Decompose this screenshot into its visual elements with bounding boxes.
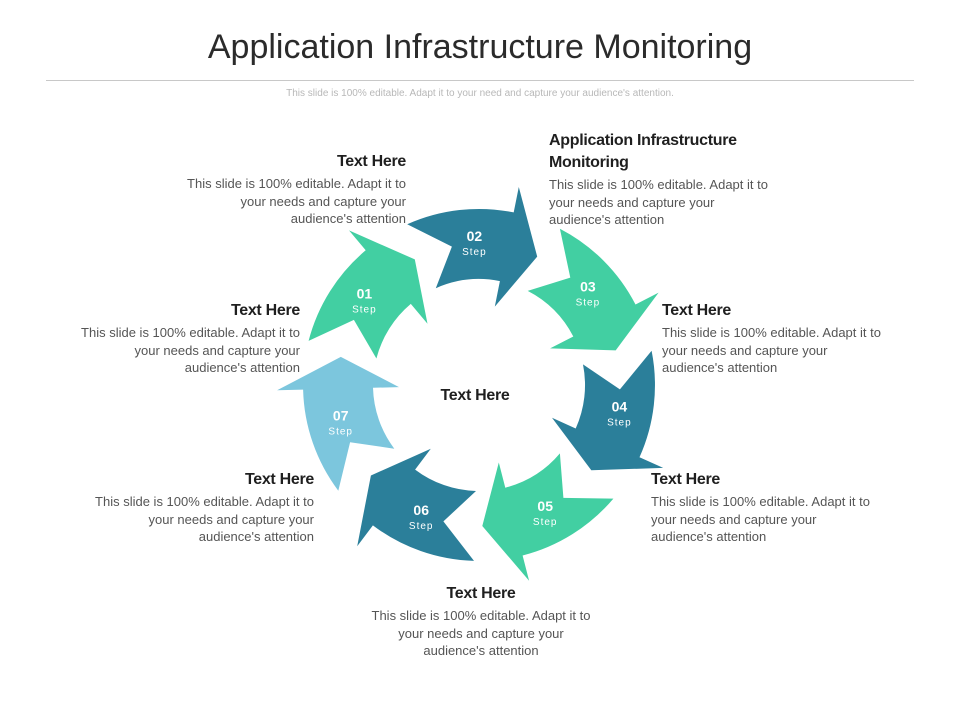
step-01-callout: Application Infrastructure Monitoring Th… bbox=[549, 130, 794, 229]
cycle-arrow-step-07 bbox=[277, 356, 399, 491]
step-02-title: Text Here bbox=[662, 302, 732, 319]
cycle-arrow-step-04 bbox=[552, 350, 664, 471]
cycle-arrow-step-05 bbox=[482, 453, 614, 581]
step-number-03: 03 bbox=[580, 278, 596, 294]
page-subtitle: This slide is 100% editable. Adapt it to… bbox=[286, 88, 674, 99]
step-03-callout: Text Here This slide is 100% editable. A… bbox=[651, 469, 879, 546]
step-03-title: Text Here bbox=[651, 471, 721, 488]
step-06-callout: Text Here This slide is 100% editable. A… bbox=[72, 300, 300, 377]
step-01-title: Application Infrastructure Monitoring bbox=[549, 132, 737, 171]
step-07-title: Text Here bbox=[336, 153, 406, 170]
step-07-description: This slide is 100% editable. Adapt it to… bbox=[187, 176, 406, 226]
cycle-step-labels: 01Step02Step03Step04Step05Step06Step07St… bbox=[328, 228, 632, 532]
step-caption-07: Step bbox=[328, 426, 353, 437]
step-03-description: This slide is 100% editable. Adapt it to… bbox=[651, 494, 870, 544]
step-02-description: This slide is 100% editable. Adapt it to… bbox=[662, 325, 881, 375]
step-number-04: 04 bbox=[612, 398, 628, 414]
cycle-arrow-step-03 bbox=[527, 228, 659, 351]
step-06-description: This slide is 100% editable. Adapt it to… bbox=[81, 325, 300, 375]
cycle-segments bbox=[277, 187, 664, 581]
step-caption-04: Step bbox=[607, 417, 632, 428]
cycle-arrow-step-01 bbox=[308, 230, 428, 359]
step-number-05: 05 bbox=[537, 498, 553, 514]
step-05-description: This slide is 100% editable. Adapt it to… bbox=[95, 494, 314, 544]
step-05-callout: Text Here This slide is 100% editable. A… bbox=[86, 469, 314, 546]
cycle-arrow-step-02 bbox=[407, 187, 538, 307]
step-caption-03: Step bbox=[576, 297, 601, 308]
step-number-02: 02 bbox=[467, 228, 483, 244]
step-caption-02: Step bbox=[462, 247, 487, 258]
step-caption-05: Step bbox=[533, 517, 558, 528]
step-07-callout: Text Here This slide is 100% editable. A… bbox=[178, 151, 406, 228]
step-04-title: Text Here bbox=[446, 585, 516, 602]
step-number-06: 06 bbox=[413, 502, 429, 518]
step-02-callout: Text Here This slide is 100% editable. A… bbox=[662, 300, 890, 377]
step-caption-01: Step bbox=[352, 305, 377, 316]
step-caption-06: Step bbox=[409, 521, 434, 532]
page-title: Application Infrastructure Monitoring bbox=[207, 28, 753, 66]
cycle-arrow-step-06 bbox=[357, 448, 476, 561]
center-label: Text Here bbox=[440, 387, 510, 404]
step-06-title: Text Here bbox=[230, 302, 300, 319]
step-01-description: This slide is 100% editable. Adapt it to… bbox=[549, 177, 768, 227]
step-number-01: 01 bbox=[357, 286, 373, 302]
step-05-title: Text Here bbox=[244, 471, 314, 488]
step-number-07: 07 bbox=[333, 407, 349, 423]
step-04-callout: Text Here This slide is 100% editable. A… bbox=[366, 583, 596, 660]
step-04-description: This slide is 100% editable. Adapt it to… bbox=[371, 608, 591, 658]
title-divider bbox=[46, 80, 914, 81]
